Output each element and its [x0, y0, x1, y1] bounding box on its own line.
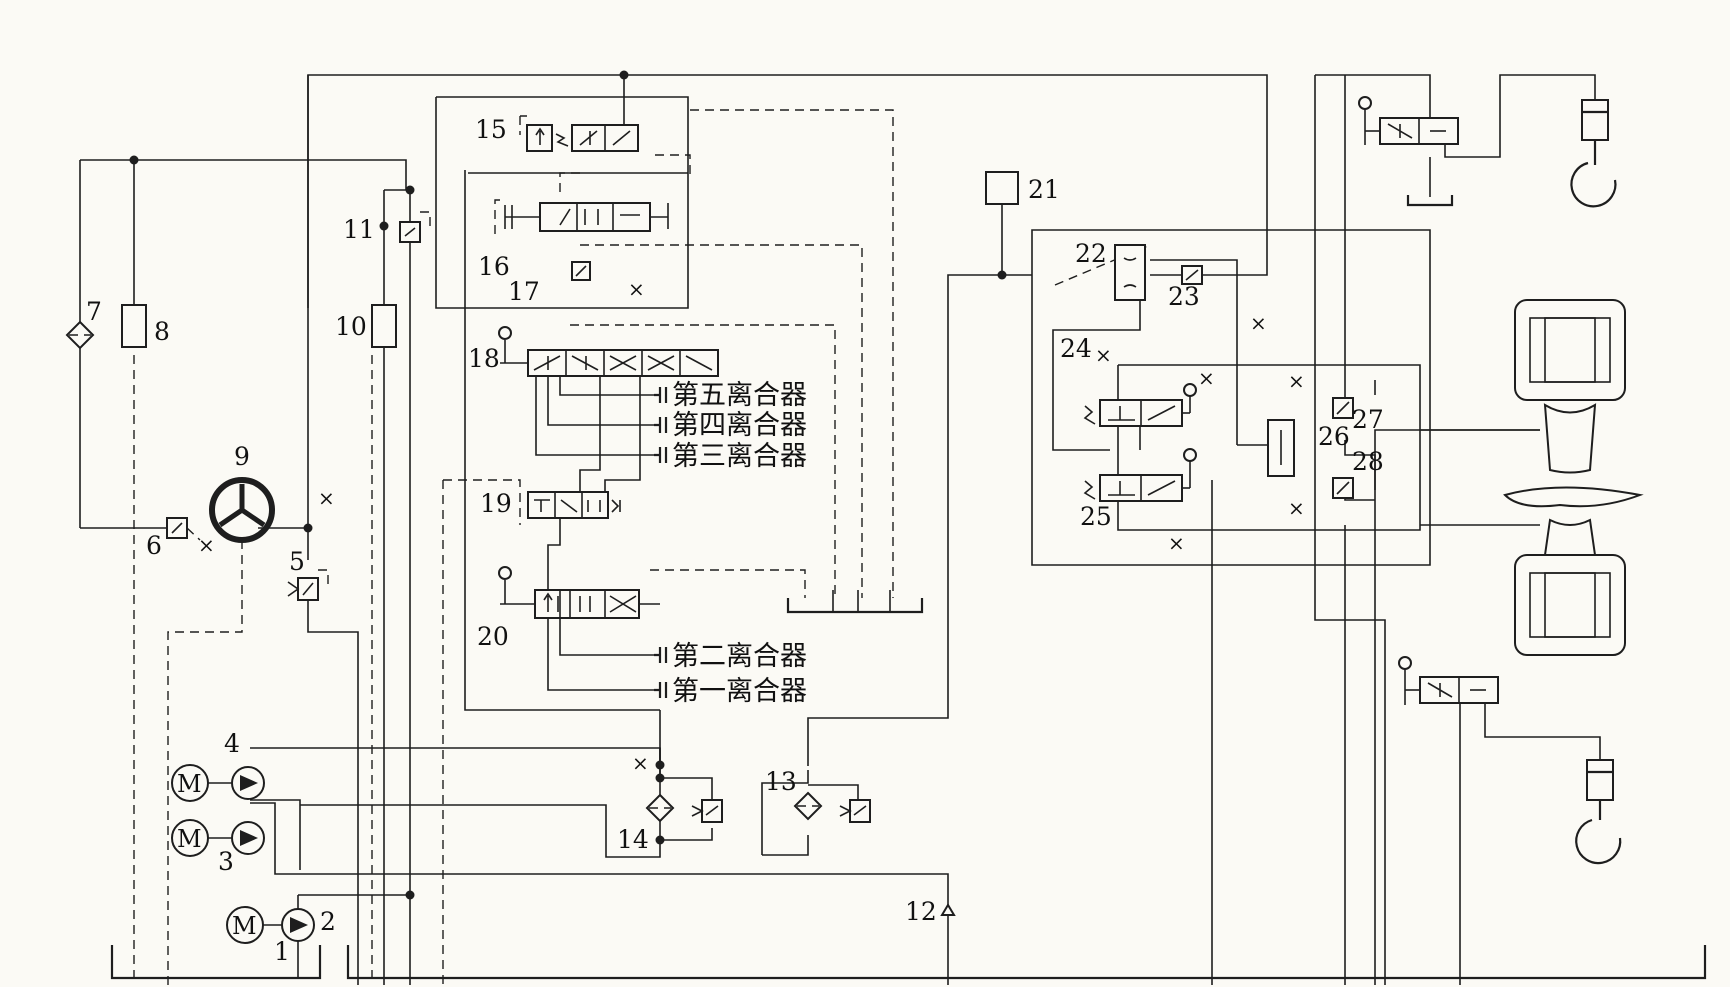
svg-text:M: M — [177, 770, 202, 798]
svg-text:M: M — [177, 825, 202, 853]
svg-text:×: × — [632, 751, 649, 775]
pipelines — [79, 70, 1601, 985]
svg-text:×: × — [198, 533, 215, 557]
valve-28 — [1332, 477, 1354, 499]
label-24: 24 — [1060, 334, 1092, 363]
valve-23 — [1181, 265, 1203, 285]
valve-20 — [498, 566, 660, 619]
valve-11 — [399, 211, 431, 243]
tank-small-right — [1406, 195, 1454, 207]
label-8: 8 — [154, 317, 170, 346]
check-12 — [940, 903, 956, 916]
filter-7 — [65, 320, 95, 350]
clutch-symbol-4 — [654, 417, 668, 433]
label-23: 23 — [1168, 282, 1200, 311]
accumulator-8 — [121, 304, 147, 348]
clutch-symbol-5 — [654, 387, 668, 403]
label-11: 11 — [343, 215, 375, 244]
svg-text:×: × — [1095, 343, 1112, 367]
label-16: 16 — [478, 252, 510, 281]
clutch-label-5: 第五离合器 — [672, 380, 807, 411]
valve-22 — [1114, 244, 1146, 301]
clutch-label-1: 第一离合器 — [672, 676, 807, 707]
clutch-label-2: 第二离合器 — [672, 641, 807, 672]
svg-text:×: × — [1168, 531, 1185, 555]
valve-5 — [287, 569, 329, 601]
main-tank — [110, 945, 1707, 980]
filter-13 — [793, 791, 823, 821]
valve-16 — [494, 199, 669, 235]
filter-14 — [645, 793, 675, 823]
label-13: 13 — [765, 767, 797, 796]
label-20: 20 — [477, 622, 509, 651]
cylinder-top-right — [1570, 99, 1617, 208]
label-26: 26 — [1318, 422, 1350, 451]
pilot-lines — [133, 109, 1151, 985]
cylinder-bottom-right — [1575, 759, 1622, 865]
valve-6: × — [166, 517, 215, 557]
clutch-lines — [535, 376, 654, 691]
svg-text:×: × — [318, 486, 335, 510]
svg-text:×: × — [1198, 366, 1215, 390]
valve-27 — [1332, 397, 1354, 419]
valve-17: × — [571, 261, 645, 301]
clutch-symbol-3 — [654, 447, 668, 463]
component-21 — [985, 171, 1019, 205]
valve-25 — [1083, 448, 1197, 502]
motor-pump-2: M — [226, 906, 315, 978]
svg-text:×: × — [1250, 311, 1267, 335]
valve-bottom-right — [1398, 656, 1499, 705]
label-27: 27 — [1352, 405, 1384, 434]
clutch-label-3: 第三离合器 — [672, 441, 807, 472]
accumulator-10 — [371, 304, 397, 348]
clutch-symbol-1 — [654, 682, 668, 698]
label-19: 19 — [480, 489, 512, 518]
clutch-symbol-2 — [654, 647, 668, 663]
motor-pump-3: M — [171, 819, 265, 857]
steering-wheel-9 — [209, 477, 275, 543]
label-14: 14 — [617, 825, 649, 854]
label-6: 6 — [146, 531, 162, 560]
svg-text:×: × — [1288, 496, 1305, 520]
label-21: 21 — [1028, 175, 1060, 204]
label-2: 2 — [320, 907, 336, 936]
clutch-label-4: 第四离合器 — [672, 410, 807, 441]
label-1: 1 — [274, 937, 290, 966]
valve-14-relief — [691, 799, 723, 823]
valve-19 — [527, 491, 621, 519]
svg-text:×: × — [1288, 369, 1305, 393]
svg-text:M: M — [232, 912, 257, 940]
label-28: 28 — [1352, 447, 1384, 476]
label-7: 7 — [86, 297, 102, 326]
blocked-ports: × × × × × × × × — [318, 311, 1305, 775]
valve-15 — [519, 115, 639, 152]
valve-24-upper — [1083, 383, 1197, 427]
label-22: 22 — [1075, 239, 1107, 268]
motor-pump-4: M — [171, 764, 265, 802]
valve-13-relief — [839, 799, 871, 823]
clutch-labels: 第五离合器 第四离合器 第三离合器 第二离合器 第一离合器 — [672, 380, 807, 707]
label-4: 4 — [224, 729, 240, 758]
label-17: 17 — [508, 277, 540, 306]
label-18: 18 — [468, 344, 500, 373]
label-15: 15 — [475, 115, 507, 144]
label-10: 10 — [335, 312, 367, 341]
label-25: 25 — [1080, 502, 1112, 531]
svg-text:×: × — [628, 277, 645, 301]
label-12: 12 — [905, 897, 937, 926]
label-9: 9 — [234, 442, 250, 471]
label-5: 5 — [289, 547, 305, 576]
component-numbers: 1 2 3 4 5 6 7 8 9 10 11 12 13 14 15 16 1… — [86, 115, 1384, 966]
valve-top-right — [1358, 96, 1459, 145]
valve-18 — [498, 326, 719, 377]
label-3: 3 — [218, 847, 234, 876]
axle-assembly — [1420, 299, 1644, 656]
tank-upper — [786, 590, 924, 614]
